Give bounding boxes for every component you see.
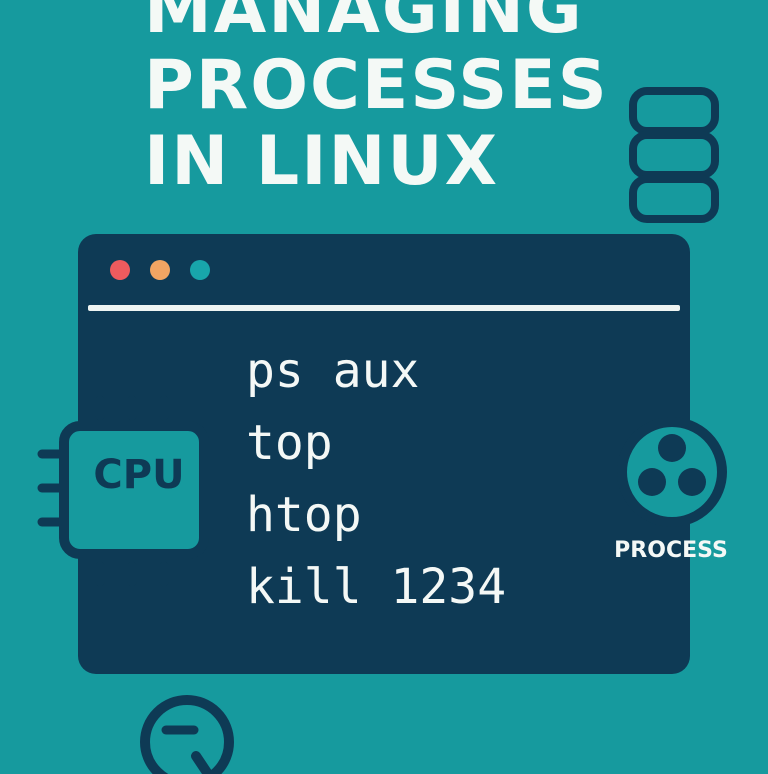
page-title: MANAGING PROCESSES IN LINUX bbox=[144, 0, 609, 200]
process-icon bbox=[617, 417, 727, 527]
title-line-3: IN LINUX bbox=[144, 122, 500, 201]
command-htop: htop bbox=[246, 487, 362, 543]
window-maximize-dot bbox=[190, 260, 210, 280]
title-line-1: MANAGING bbox=[144, 0, 584, 49]
process-label: PROCESS bbox=[614, 538, 728, 563]
window-close-dot bbox=[110, 260, 130, 280]
process-badge: PROCESS bbox=[606, 416, 756, 576]
window-minimize-dot bbox=[150, 260, 170, 280]
cpu-chip-icon: CPU bbox=[34, 390, 244, 590]
terminal-title-divider bbox=[88, 305, 680, 311]
search-icon bbox=[140, 695, 234, 774]
command-top: top bbox=[246, 415, 333, 471]
command-ps-aux: ps aux bbox=[246, 343, 420, 399]
command-kill: kill 1234 bbox=[246, 559, 507, 615]
title-line-2: PROCESSES bbox=[144, 46, 609, 125]
cpu-label: CPU bbox=[93, 452, 185, 498]
cpu-chip-graphic bbox=[37, 395, 231, 587]
database-icon bbox=[629, 87, 719, 223]
command-list: ps aux top htop kill 1234 bbox=[246, 342, 506, 630]
